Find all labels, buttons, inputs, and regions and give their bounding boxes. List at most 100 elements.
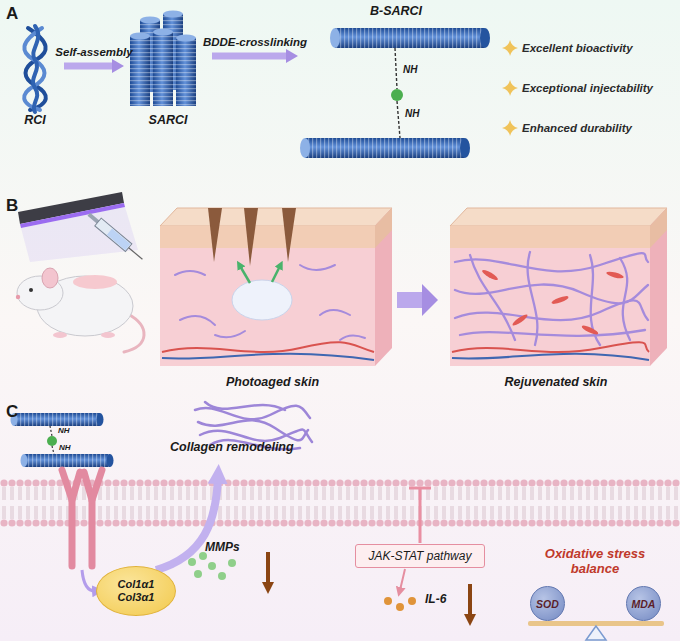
sparkle-icons: [502, 40, 518, 136]
cytokine-dots: [384, 597, 416, 611]
signal-arrows-part: [400, 569, 405, 590]
chem-group: NH: [403, 64, 417, 75]
arrow-shaft: [212, 53, 286, 60]
arrow-head: [112, 59, 124, 73]
crosslinked-fibrils-part: [300, 138, 310, 158]
crosslinked-fibrils: [300, 28, 490, 158]
cytokine-label: IL-6: [425, 592, 446, 606]
photoaged-skin-part: [160, 208, 392, 226]
uv-lamp: [18, 192, 138, 262]
rejuvenated-skin-part-part: [455, 300, 648, 320]
arrow-connector: [397, 284, 438, 316]
mmp-dots: [188, 552, 236, 580]
chem-group: NH: [405, 108, 419, 119]
node-text: Photoaged skin: [226, 375, 319, 390]
syringe-part: [107, 229, 131, 251]
uv-lamp-part: [20, 203, 125, 228]
mouse-part: [29, 288, 33, 292]
rejuvenated-skin-part: [452, 354, 649, 360]
syringe-part: [129, 248, 143, 260]
photoaged-skin-part-part: [300, 265, 335, 270]
collagen-helix-part: [24, 28, 44, 110]
panel-letter: C: [6, 402, 18, 422]
edge-label: BDDE-crosslinking: [190, 36, 320, 48]
cytokine-dots-part: [408, 597, 416, 605]
chem-group: NH: [58, 426, 70, 435]
edge-label: Self-assembly: [29, 46, 159, 58]
photoaged-skin-part: [175, 265, 365, 340]
fibril-bundle-part: [130, 33, 150, 40]
mmp-dots-part: [194, 570, 202, 578]
signal-arrows-part: [409, 487, 431, 490]
crosslinked-fibrils-part: [335, 28, 485, 48]
photoaged-skin-part-part: [320, 310, 350, 315]
sparkle-icons-part: [502, 40, 518, 56]
crosslinked-fibrils-part: [395, 48, 397, 89]
signal-arrows-part: [468, 584, 472, 618]
panel-letter: A: [6, 4, 18, 24]
crosslinked-fibrils-part: [335, 28, 485, 48]
photoaged-skin-part: [240, 266, 280, 283]
photoaged-skin-part: [232, 280, 292, 320]
photoaged-skin-part: [282, 208, 296, 262]
mmp-dots-part: [208, 562, 216, 570]
crosslinked-fibrils-part: [480, 28, 490, 48]
rejuvenated-skin-part-part: [511, 313, 529, 327]
rejuvenated-skin-part-part: [460, 330, 645, 336]
photoaged-skin-part: [244, 208, 258, 266]
fibril-bundle-part: [176, 38, 196, 106]
collagen-helix: [24, 26, 46, 112]
crosslinked-fibrils-part: [397, 101, 400, 138]
photoaged-skin-part: [375, 208, 392, 366]
sparkle-icons-part: [502, 120, 518, 136]
photoaged-skin-part-part: [240, 266, 250, 283]
crosslinked-fibrils-small-part: [14, 413, 100, 426]
skin-block: Rejuvenated skin: [440, 204, 672, 390]
rejuvenated-skin: [450, 208, 667, 366]
photoaged-skin-part-part: [340, 335, 365, 340]
crosslinked-fibrils-small-part: [47, 436, 57, 446]
rejuvenated-skin-part-part: [606, 270, 625, 279]
node-text: JAK-STAT pathway: [369, 549, 472, 563]
photoaged-skin-part: [160, 226, 375, 248]
arrow-connector: [212, 49, 298, 63]
crosslinked-fibrils-part: [330, 28, 340, 48]
rejuvenated-skin-part-part: [620, 258, 630, 340]
fibril-bundle-part: [140, 17, 160, 24]
arrow-shaft: [397, 292, 422, 308]
photoaged-skin-part-part: [180, 316, 215, 325]
photoaged-skin-part-part: [215, 331, 245, 337]
node-text: MDA: [632, 598, 656, 610]
feature-text: Enhanced durability: [522, 121, 632, 135]
chem-group: NH: [59, 443, 71, 452]
feature-text: Exceptional injectability: [522, 81, 653, 95]
photoaged-skin-part: [208, 208, 222, 262]
crosslinked-fibrils-part: [460, 138, 470, 158]
fibril-bundle-part: [176, 35, 196, 42]
mmp-dots-part: [228, 559, 236, 567]
crosslinked-fibrils-part: [305, 138, 465, 158]
collagen-helix-part: [33, 26, 38, 112]
pathway-box: JAK-STAT pathway: [355, 544, 485, 568]
sparkle-icons-part: [502, 80, 518, 96]
rejuvenated-skin-part: [650, 208, 667, 366]
photoaged-skin-part: [162, 354, 374, 360]
arrow-connector: [64, 59, 124, 73]
mouse-part: [53, 332, 67, 338]
skin-block: Photoaged skin: [150, 204, 395, 390]
signal-arrows-part: [82, 570, 96, 591]
signal-arrows-part: [266, 552, 270, 586]
marker-circle: SOD: [530, 586, 565, 621]
crosslinked-fibrils-part: [391, 89, 403, 101]
molecule-node: RCI: [8, 24, 62, 128]
fibril-bundle-part: [163, 11, 183, 18]
crosslinked-fibrils-small-part: [52, 446, 54, 454]
rejuvenated-skin-part-part: [528, 252, 538, 345]
photoaged-skin-part: [160, 248, 375, 366]
syringe-part: [95, 218, 132, 251]
rejuvenated-skin-part: [455, 252, 648, 345]
